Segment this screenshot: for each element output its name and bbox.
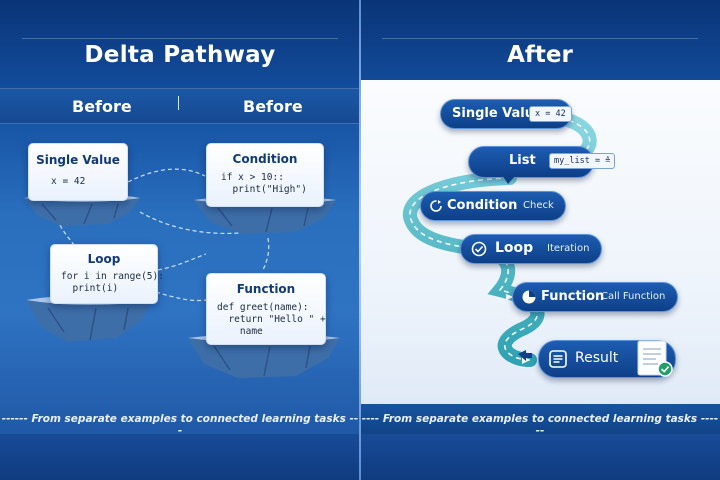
step-function: Function Call Function (512, 282, 678, 312)
pointer-hand-icon (518, 350, 532, 361)
column-label-before-1: Before (72, 97, 132, 116)
step-single-value: Single Value x = 42 (440, 99, 572, 129)
step-sublabel: Check (523, 200, 554, 211)
before-panel: Delta Pathway Before Before (0, 0, 360, 480)
step-tag: x = 42 (529, 106, 572, 122)
column-separator (178, 96, 179, 110)
step-label: Condition (447, 198, 518, 213)
step-label: Function (541, 289, 605, 304)
step-loop: Loop Iteration (460, 234, 602, 264)
card-condition: Condition if x > 10:: print("High") (206, 143, 324, 207)
after-panel: After Single Value x = 42 List my_list =… (360, 0, 720, 480)
card-title: Function (236, 282, 296, 296)
connector-value-condition (127, 168, 206, 183)
list-icon (549, 350, 567, 368)
before-title: Delta Pathway (84, 42, 276, 68)
card-title: Loop (87, 252, 121, 266)
after-title: After (507, 42, 573, 68)
column-label-before-2: Before (243, 97, 303, 116)
step-sublabel: Iteration (547, 243, 590, 254)
card-loop: Loop for i in range(5): print(i) (50, 244, 164, 304)
column-labels: Before Before (0, 88, 360, 124)
after-footer-text: From separate examples to connected lear… (382, 413, 698, 425)
step-tag: my_list = ≙ (549, 153, 616, 169)
header-rule (22, 38, 338, 39)
before-footer-text: From separate examples to connected lear… (31, 413, 346, 425)
after-footer: ---- From separate examples to connected… (360, 404, 720, 437)
path-arrow-function (506, 294, 514, 300)
step-label: Single Value (452, 106, 543, 121)
refresh-icon (430, 200, 442, 212)
step-sublabel: Call Function (601, 291, 666, 302)
step-list: List my_list = ≙ (468, 146, 616, 178)
header-rule (382, 38, 698, 39)
card-single-value: Single Value x = 42 (28, 143, 128, 201)
before-header (0, 0, 360, 80)
card-code: for i in range(5): print(i) (61, 271, 164, 294)
card-code: if x > 10:: print("High") (221, 172, 307, 195)
card-title: Condition (232, 152, 298, 166)
card-code: def greet(name): return "Hello " + name (217, 302, 326, 337)
step-label: Result (575, 350, 619, 366)
step-label: Loop (495, 240, 534, 256)
card-code: x = 42 (51, 176, 86, 187)
panel-divider (359, 0, 361, 480)
step-label: List (509, 153, 536, 168)
after-footer-caption: ---- From separate examples to connected… (361, 413, 719, 437)
pie-icon (522, 290, 536, 304)
after-header (360, 0, 720, 80)
before-bottom-band (0, 434, 360, 480)
connector-condition-function (261, 237, 270, 273)
before-footer: ------ From separate examples to connect… (0, 404, 360, 437)
connector-loop-condition (157, 253, 207, 271)
after-bottom-band (360, 434, 720, 480)
card-function: Function def greet(name): return "Hello … (206, 273, 326, 345)
before-footer-caption: ------ From separate examples to connect… (1, 413, 359, 437)
step-condition: Condition Check (420, 191, 566, 221)
list-pointer (502, 175, 516, 184)
check-icon (471, 241, 487, 257)
card-title: Single Value (36, 153, 120, 167)
document-icon (637, 340, 673, 377)
